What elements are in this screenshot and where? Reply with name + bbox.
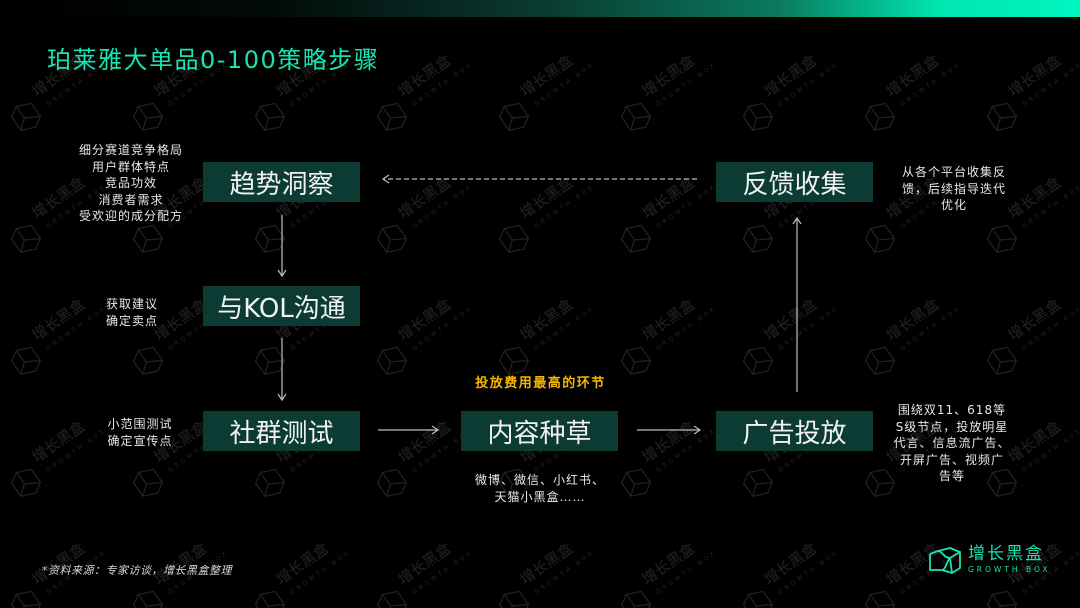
note-line: 确定卖点 — [105, 313, 158, 328]
note-feedback-collection: 从各个平台收集反 馈，后续指导迭代 优化 — [886, 164, 1022, 214]
note-line: 围绕双11、618等 — [897, 403, 1007, 417]
note-line: 竞品功效 — [104, 176, 157, 190]
note-line: S级节点，投放明星 — [895, 419, 1009, 434]
note-line: 受欢迎的成分配方 — [78, 209, 183, 223]
note-line: 获取建议 — [105, 297, 158, 311]
source-note: *资料来源：专家访谈，增长黑盒整理 — [42, 564, 232, 577]
logo-text-en: GROWTH BOX — [968, 565, 1051, 574]
step-trend-insight: 趋势洞察 — [203, 162, 360, 202]
note-kol-communication: 获取建议 确定卖点 — [92, 296, 172, 329]
highest-cost-label: 投放费用最高的环节 — [475, 376, 606, 391]
note-line: 确定宣传点 — [107, 433, 173, 448]
note-line: 小范围测试 — [107, 417, 173, 431]
note-line: 馈，后续指导迭代 — [901, 181, 1006, 196]
note-ad-placement: 围绕双11、618等 S级节点，投放明星 代言、信息流广告、 开屏广告、视频广 … — [880, 402, 1024, 485]
cube-logo-icon — [929, 547, 961, 574]
step-kol-communication: 与KOL沟通 — [203, 286, 360, 326]
slide-title: 珀莱雅大单品0-100策略步骤 — [47, 46, 380, 74]
step-community-test: 社群测试 — [203, 411, 360, 451]
note-line: 从各个平台收集反 — [901, 165, 1006, 179]
note-content-seeding: 微博、微信、小红书、 天猫小黑盒…… — [450, 472, 630, 505]
note-line: 优化 — [940, 198, 967, 212]
brand-logo: 增长黑盒 GROWTH BOX — [928, 545, 1051, 575]
note-line: 开屏广告、视频广 — [899, 452, 1004, 467]
note-trend-insight: 细分赛道竞争格局 用户群体特点 竞品功效 消费者需求 受欢迎的成分配方 — [60, 142, 202, 225]
note-line: 告等 — [938, 469, 965, 483]
logo-text-cn: 增长黑盒 — [968, 544, 1044, 564]
step-content-seeding: 内容种草 — [461, 411, 618, 451]
note-line: 天猫小黑盒…… — [494, 489, 586, 504]
note-line: 消费者需求 — [98, 192, 164, 207]
note-line: 细分赛道竞争格局 — [78, 143, 183, 157]
note-line: 微博、微信、小红书、 — [474, 473, 605, 487]
step-ad-placement: 广告投放 — [716, 411, 873, 451]
note-line: 用户群体特点 — [91, 159, 170, 174]
note-community-test: 小范围测试 确定宣传点 — [92, 416, 188, 449]
step-feedback-collection: 反馈收集 — [716, 162, 873, 202]
note-line: 代言、信息流广告、 — [893, 436, 1011, 450]
